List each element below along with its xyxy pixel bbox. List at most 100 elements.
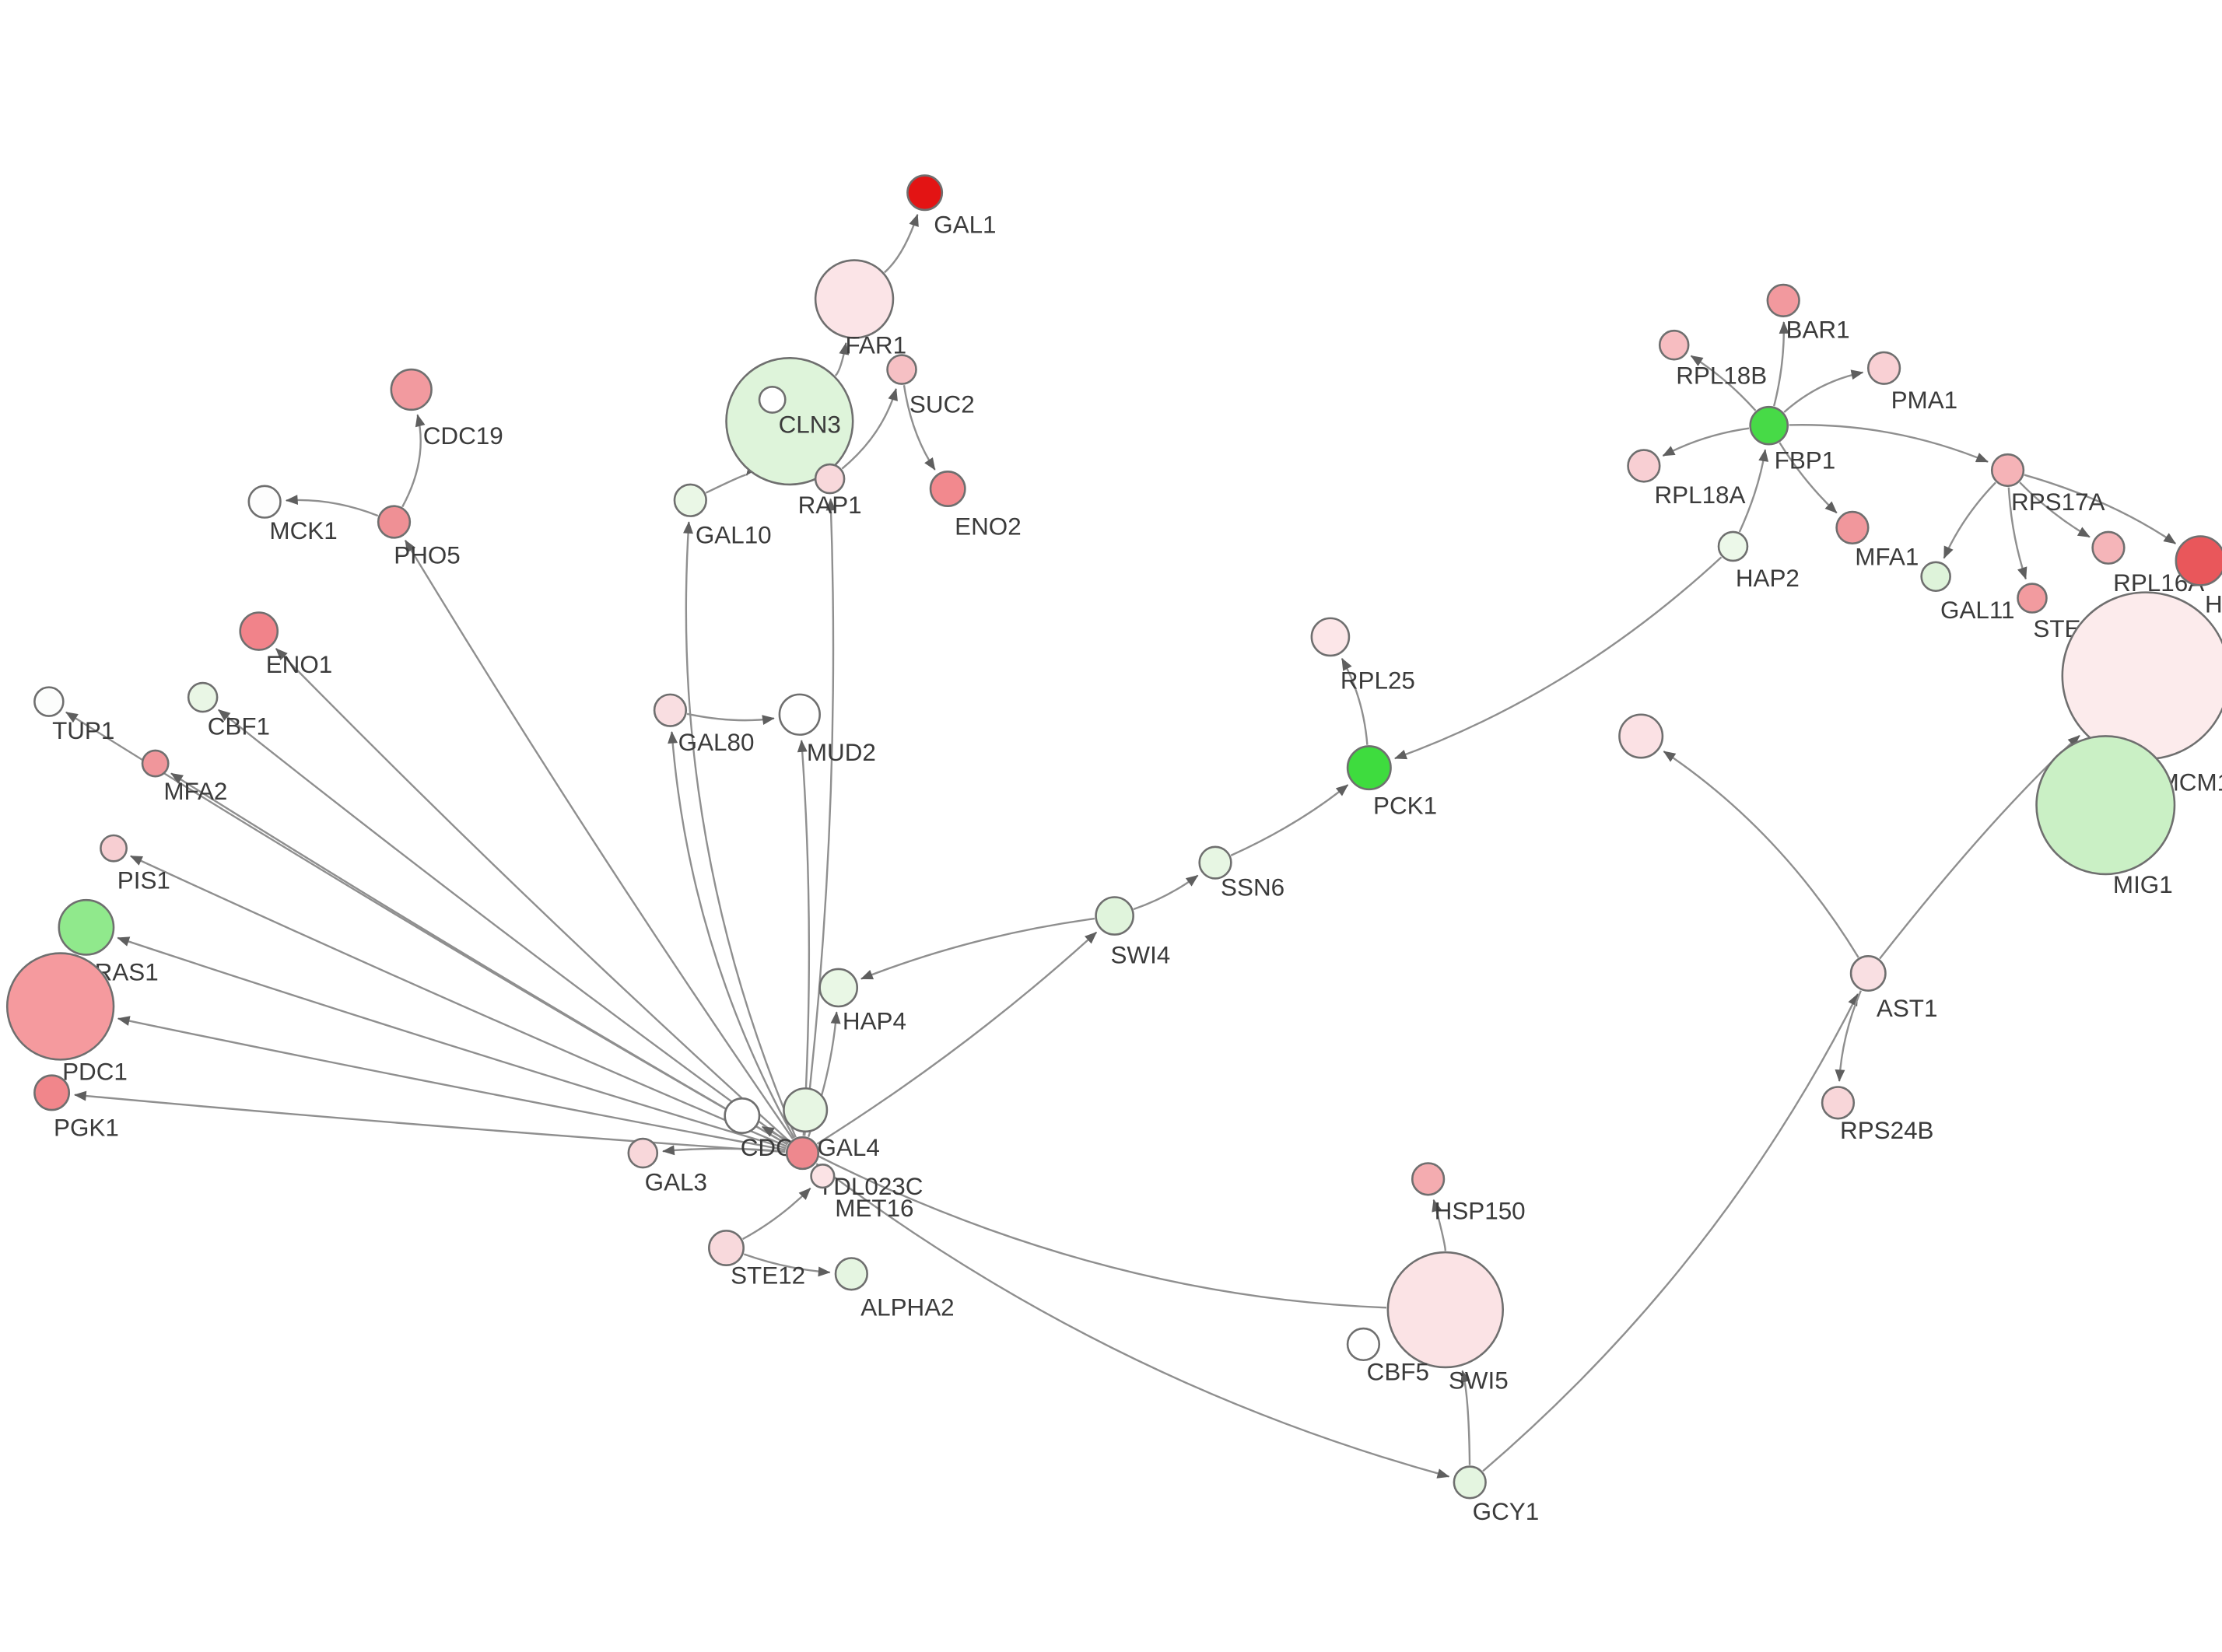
node-PCK1[interactable]	[1346, 745, 1392, 791]
edge-PHO5-MCK1[interactable]	[285, 495, 379, 517]
edge-GAL10-CLN3[interactable]	[705, 463, 758, 494]
node-YDL023C[interactable]	[783, 1087, 829, 1133]
node-PMA1[interactable]	[1866, 351, 1901, 385]
edge-GAL4-MFA2[interactable]	[170, 772, 788, 1146]
node-RPL25[interactable]	[1310, 617, 1351, 657]
node-PDC1[interactable]	[5, 952, 115, 1061]
node-MIG1[interactable]	[2035, 735, 2176, 876]
edge-FAR1-GAL1[interactable]	[884, 213, 919, 274]
node-MUD2[interactable]	[778, 693, 821, 736]
edge-FBP1-BAR1[interactable]	[1773, 321, 1789, 407]
node-RAP1[interactable]	[814, 463, 846, 495]
node-MFA2[interactable]	[141, 749, 170, 778]
edge-GAL80-MUD2[interactable]	[686, 712, 775, 726]
edge-PHO5-CDC19[interactable]	[401, 414, 426, 508]
edge-AST1-RPS24B[interactable]	[1835, 990, 1862, 1083]
node-CDC19[interactable]	[390, 368, 433, 411]
edge-FBP1-RPS17A[interactable]	[1789, 424, 1989, 463]
edge-STE12-ALPHA2[interactable]	[743, 1253, 831, 1277]
node-RPL16A[interactable]	[2091, 530, 2126, 565]
node-GCY1[interactable]	[1453, 1465, 1487, 1500]
edge-SWI5-HSP150[interactable]	[1432, 1199, 1446, 1251]
node-MFA1[interactable]	[1835, 510, 1870, 545]
node-RAS1[interactable]	[58, 898, 115, 956]
node-GAL3[interactable]	[627, 1137, 659, 1169]
node-GAL4[interactable]	[785, 1136, 820, 1171]
node-ENO1[interactable]	[239, 611, 279, 651]
node-ALPHA2[interactable]	[834, 1257, 868, 1291]
node-HSP150[interactable]	[1411, 1162, 1446, 1196]
edge-SSN6-PCK1[interactable]	[1230, 784, 1349, 856]
edge-SWI5-CDC6[interactable]	[761, 1125, 1387, 1309]
edge-GAL4-PGK1[interactable]	[74, 1090, 786, 1153]
node-HAP2[interactable]	[1717, 530, 1749, 562]
node-GAL80[interactable]	[653, 693, 688, 727]
edge-GAL4-MUD2[interactable]	[797, 740, 811, 1136]
node-unlabeled-UNK1[interactable]	[758, 385, 787, 414]
node-RPS17A[interactable]	[1990, 453, 2025, 488]
node-SUC2[interactable]	[886, 354, 917, 385]
edge-GAL4-ENO1[interactable]	[275, 648, 790, 1143]
edge-HAP2-PCK1[interactable]	[1394, 556, 1723, 760]
node-GAL10[interactable]	[673, 483, 707, 517]
node-unlabeled-UNK2[interactable]	[1618, 713, 1664, 759]
node-BAR1[interactable]	[1766, 283, 1800, 317]
edge-GAL4-GAL80[interactable]	[668, 730, 795, 1139]
node-CDC6[interactable]	[724, 1097, 761, 1134]
edge-STE12-MET16[interactable]	[742, 1187, 811, 1241]
edge-RPS17A-RPL16A[interactable]	[2019, 481, 2091, 538]
edge-GAL4-RAP1[interactable]	[803, 498, 836, 1136]
edge-RAP1-SUC2[interactable]	[841, 387, 898, 470]
edge-FBP1-RPL18B[interactable]	[1690, 355, 1757, 411]
edge-PCK1-RPL25[interactable]	[1341, 657, 1369, 745]
node-RPL18A[interactable]	[1627, 449, 1661, 483]
edge-FBP1-PMA1[interactable]	[1783, 369, 1864, 413]
node-MCK1[interactable]	[247, 485, 282, 519]
node-FBP1[interactable]	[1749, 405, 1789, 446]
edge-SUC2-ENO2[interactable]	[902, 385, 936, 471]
edge-GCY1-SWI5[interactable]	[1460, 1370, 1471, 1465]
node-STE12[interactable]	[708, 1230, 745, 1267]
node-RPL18B[interactable]	[1658, 329, 1690, 361]
node-PHO5[interactable]	[377, 505, 412, 539]
node-PGK1[interactable]	[33, 1074, 71, 1111]
edge-GAL4-PDC1[interactable]	[117, 1016, 786, 1151]
node-SWI4[interactable]	[1095, 896, 1134, 936]
node-FAR1[interactable]	[814, 259, 895, 339]
edge-RPS17A-GAL11[interactable]	[1943, 481, 1996, 559]
node-CBF5[interactable]	[1346, 1327, 1381, 1362]
edge-GAL4-CBF1[interactable]	[218, 709, 790, 1144]
edge-SWI4-HAP4[interactable]	[860, 917, 1095, 980]
node-HIS4[interactable]	[2175, 535, 2222, 586]
node-CLN3[interactable]	[725, 357, 854, 486]
node-ENO2[interactable]	[929, 471, 966, 507]
edge-SWI4-SSN6[interactable]	[1133, 874, 1199, 911]
node-AST1[interactable]	[1849, 954, 1887, 992]
edge-GAL4-GAL10[interactable]	[683, 521, 797, 1138]
edge-AST1-UNK2[interactable]	[1663, 751, 1859, 958]
node-MET16[interactable]	[810, 1164, 836, 1189]
edge-GAL4-RAS1[interactable]	[117, 936, 787, 1150]
node-STE2[interactable]	[2017, 583, 2048, 614]
node-SWI5[interactable]	[1386, 1251, 1505, 1369]
edge-HAP2-FBP1[interactable]	[1738, 449, 1769, 533]
edge-GCY1-AST1[interactable]	[1482, 993, 1859, 1472]
edge-FBP1-RPL18A[interactable]	[1662, 427, 1750, 457]
edge-RPS17A-HIS4[interactable]	[2024, 474, 2177, 544]
node-HAP4[interactable]	[818, 968, 859, 1008]
edge-GAL4-PHO5[interactable]	[404, 539, 794, 1139]
node-CBF1[interactable]	[187, 681, 219, 713]
edge-GAL4-GCY1[interactable]	[815, 1163, 1450, 1479]
node-GAL1[interactable]	[906, 174, 944, 212]
edge-GAL4-SWI4[interactable]	[816, 931, 1098, 1145]
node-PIS1[interactable]	[100, 834, 128, 863]
edge-GAL4-PIS1[interactable]	[130, 855, 787, 1147]
node-RPS24B[interactable]	[1821, 1086, 1856, 1120]
node-SSN6[interactable]	[1198, 845, 1232, 880]
edge-RPS17A-STE2[interactable]	[2007, 487, 2027, 580]
edge-CLN3-FAR1[interactable]	[834, 341, 850, 376]
node-GAL11[interactable]	[1920, 561, 1951, 593]
node-TUP1[interactable]	[33, 686, 65, 717]
edge-FBP1-MFA1[interactable]	[1779, 442, 1838, 514]
